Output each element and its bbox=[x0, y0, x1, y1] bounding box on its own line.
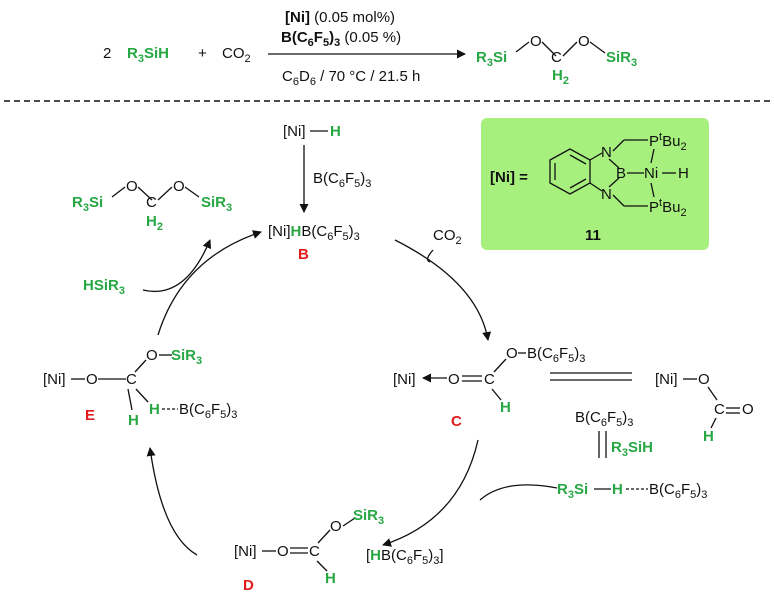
label-c: C bbox=[451, 413, 462, 430]
reactant-silane: R3SiH bbox=[127, 45, 169, 65]
atom-n-top: N bbox=[601, 144, 612, 161]
svg-text:C: C bbox=[484, 371, 495, 388]
svg-text:H: H bbox=[612, 481, 623, 498]
silane-entry-curve bbox=[142, 239, 212, 292]
reagent-co2: CO2 bbox=[433, 227, 462, 247]
svg-text:O: O bbox=[126, 178, 138, 195]
condition-lewis-acid: B(C6F5)3 (0.05 %) bbox=[281, 29, 401, 49]
plus-sign: + bbox=[198, 45, 207, 62]
phosphine-top: PtBu2 bbox=[649, 131, 687, 153]
svg-text:O: O bbox=[146, 347, 158, 364]
atom-n-bottom: N bbox=[601, 186, 612, 203]
phosphine-bottom: PtBu2 bbox=[649, 197, 687, 219]
arc-d-to-e bbox=[146, 447, 198, 556]
svg-text:H: H bbox=[330, 123, 341, 140]
svg-text:C: C bbox=[126, 371, 137, 388]
svg-text:R3Si: R3Si bbox=[557, 481, 588, 501]
svg-text:O: O bbox=[277, 543, 289, 560]
svg-text:R3Si: R3Si bbox=[72, 194, 103, 214]
svg-text:SiR3: SiR3 bbox=[171, 347, 202, 367]
svg-text:O: O bbox=[173, 178, 185, 195]
svg-text:O: O bbox=[578, 33, 590, 50]
co2-entry-curve bbox=[426, 249, 434, 263]
svg-text:O: O bbox=[530, 33, 542, 50]
svg-text:[Ni]: [Ni] bbox=[43, 371, 66, 388]
overall-reaction: 2 R3SiH + CO2 [Ni] (0.05 mol%) B(C6F5)3 … bbox=[103, 9, 637, 88]
reagent-borane: B(C6F5)3 bbox=[313, 170, 371, 190]
svg-text:C: C bbox=[714, 401, 725, 418]
silane-equilibrium: R3SiH bbox=[611, 439, 653, 459]
svg-text:B(C6F5)3: B(C6F5)3 bbox=[649, 481, 707, 501]
svg-text:O: O bbox=[86, 371, 98, 388]
free-borane: B(C6F5)3 bbox=[575, 409, 633, 429]
catalyst-number: 11 bbox=[585, 227, 601, 244]
label-b: B bbox=[298, 246, 309, 263]
svg-text:H: H bbox=[149, 401, 160, 418]
intermediate-c: [Ni] O C O B(C6F5)3 H bbox=[393, 345, 585, 416]
atom-hydride: H bbox=[678, 165, 689, 182]
catalyst-box-background bbox=[481, 118, 709, 250]
svg-text:C: C bbox=[551, 49, 562, 66]
intermediate-e: [Ni] O C O SiR3 H B(C6F5)3 H bbox=[43, 347, 237, 429]
svg-text:H2: H2 bbox=[146, 213, 163, 233]
atom-boron: B bbox=[616, 165, 626, 182]
svg-text:B(C6F5)3: B(C6F5)3 bbox=[179, 401, 237, 421]
intermediate-d: [Ni] O C O SiR3 H bbox=[234, 507, 384, 587]
svg-text:R3Si: R3Si bbox=[476, 49, 507, 69]
svg-text:[Ni]: [Ni] bbox=[655, 371, 678, 388]
nickel-hydride-start: [Ni] H bbox=[283, 123, 341, 140]
svg-text:SiR3: SiR3 bbox=[606, 49, 637, 69]
intermediate-b-species: [Ni]HB(C6F5)3 bbox=[268, 223, 360, 243]
svg-text:O: O bbox=[448, 371, 460, 388]
svg-text:O: O bbox=[506, 345, 518, 362]
svg-text:SiR3: SiR3 bbox=[201, 194, 232, 214]
svg-text:[Ni]: [Ni] bbox=[283, 123, 306, 140]
condition-solvent: C6D6 / 70 °C / 21.5 h bbox=[282, 68, 420, 88]
atom-nickel: Ni bbox=[644, 165, 658, 182]
reagent-hsir3: HSiR3 bbox=[83, 277, 125, 297]
svg-text:[Ni]: [Ni] bbox=[234, 543, 257, 560]
cycle-product: R3Si O C O SiR3 H2 bbox=[72, 178, 232, 233]
silane-borane-adduct: R3Si H B(C6F5)3 bbox=[557, 481, 707, 501]
svg-text:H: H bbox=[128, 412, 139, 429]
arc-b-to-c bbox=[394, 239, 492, 341]
equilibrium-adduct bbox=[598, 431, 607, 458]
svg-text:H: H bbox=[703, 428, 714, 445]
svg-text:H2: H2 bbox=[552, 67, 569, 87]
label-e: E bbox=[85, 407, 95, 424]
product-bis-silylacetal: R3Si O C O SiR3 H2 bbox=[476, 33, 637, 87]
svg-text:O: O bbox=[698, 371, 710, 388]
svg-text:O: O bbox=[742, 401, 754, 418]
svg-text:H: H bbox=[325, 570, 336, 587]
catalyst-label: [Ni] = bbox=[490, 169, 528, 186]
catalyst-structure-box: [Ni] = N N B Ni H PtBu2 PtBu2 11 bbox=[481, 118, 709, 250]
label-d: D bbox=[243, 577, 254, 594]
nickel-formate: [Ni] O C O H bbox=[655, 371, 754, 445]
svg-text:[Ni]: [Ni] bbox=[393, 371, 416, 388]
svg-text:B(C6F5)3: B(C6F5)3 bbox=[527, 345, 585, 365]
condition-catalyst: [Ni] (0.05 mol%) bbox=[285, 9, 395, 26]
svg-text:SiR3: SiR3 bbox=[353, 507, 384, 527]
svg-text:C: C bbox=[309, 543, 320, 560]
counter-anion: [HB(C6F5)3] bbox=[366, 547, 444, 567]
svg-text:C: C bbox=[146, 194, 157, 211]
svg-text:H: H bbox=[500, 399, 511, 416]
arc-c-to-d bbox=[382, 439, 479, 547]
equilibrium-c-formate bbox=[550, 372, 632, 381]
arc-e-to-b bbox=[157, 230, 262, 336]
coefficient: 2 bbox=[103, 45, 111, 62]
svg-text:O: O bbox=[330, 518, 342, 535]
reactant-co2: CO2 bbox=[222, 45, 251, 65]
adduct-entry-curve bbox=[479, 484, 558, 501]
